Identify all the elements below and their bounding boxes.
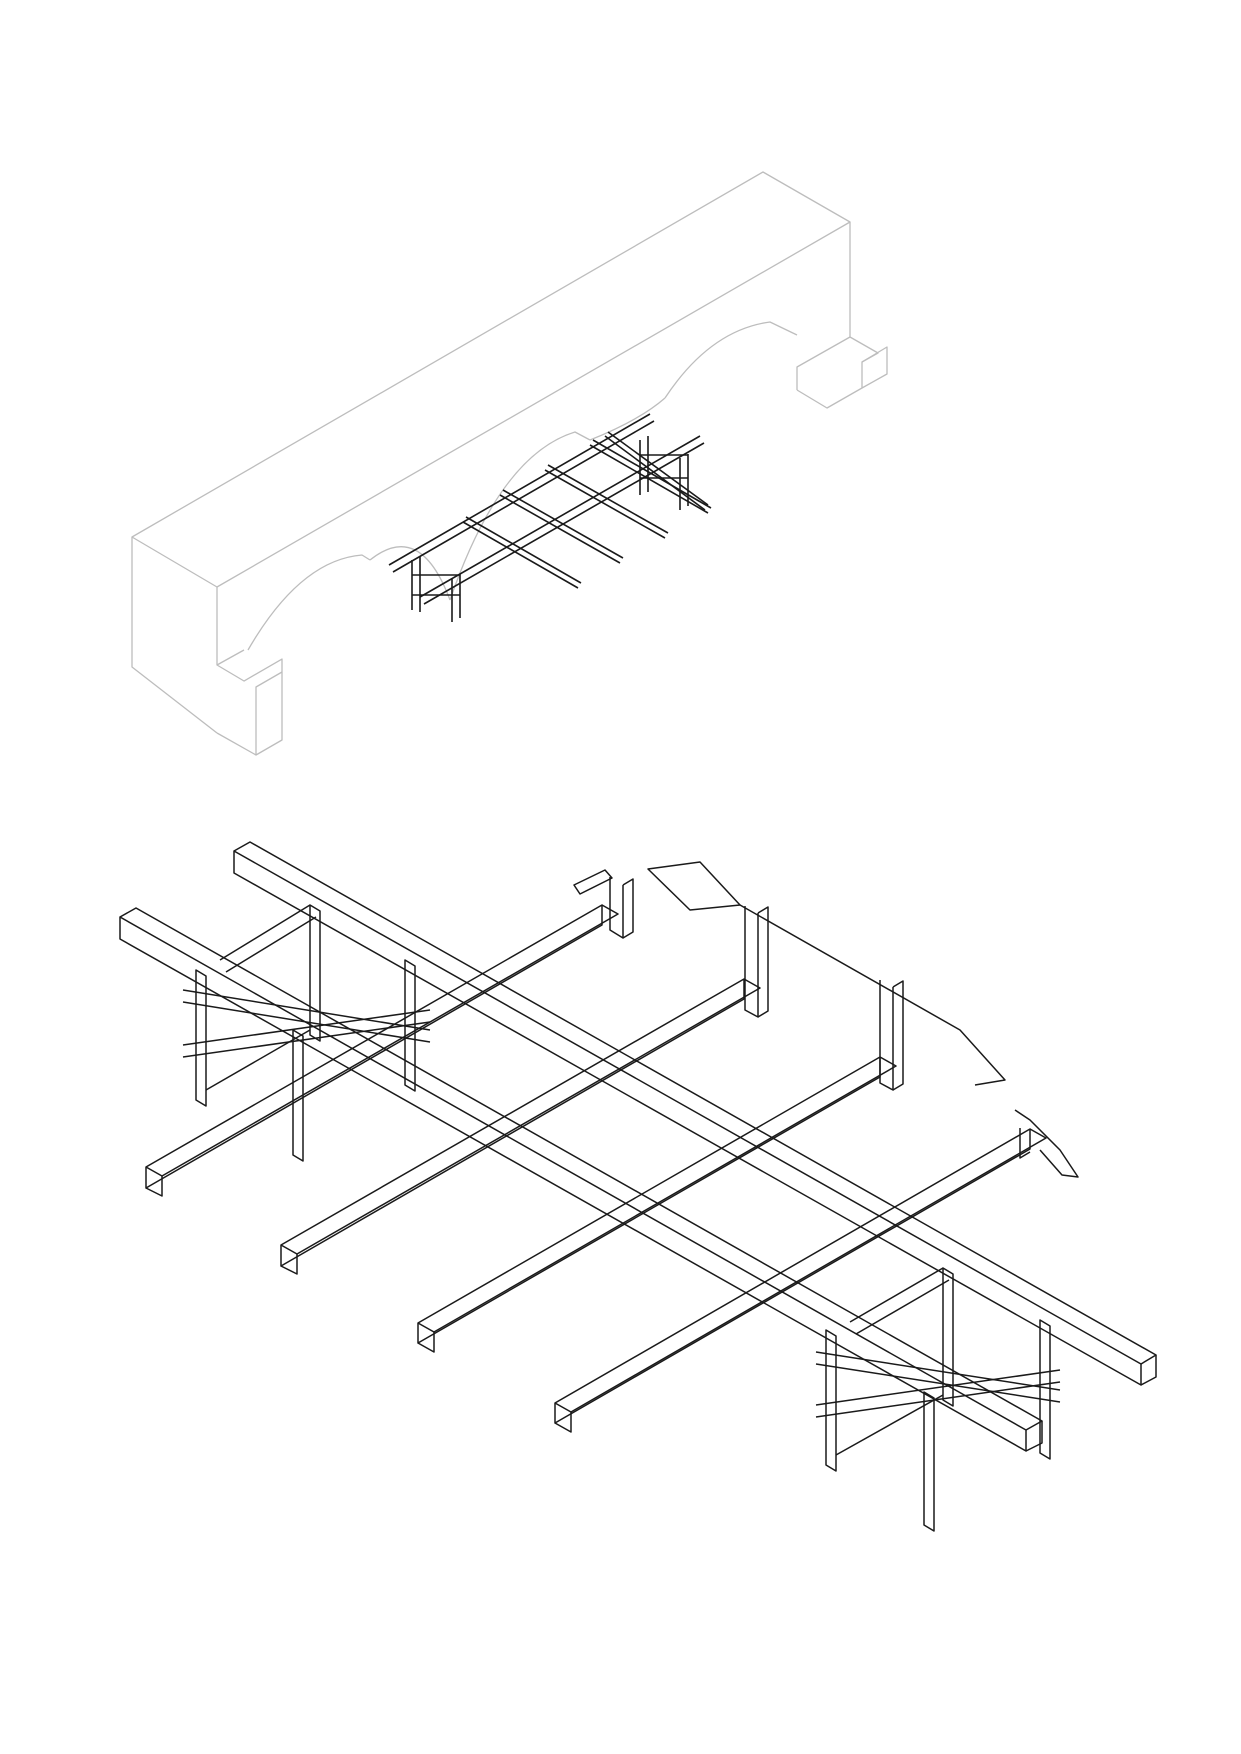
bridge-massing-outline	[131, 171, 888, 756]
transverse-beam-3	[417, 1056, 897, 1353]
centering-frame-small	[388, 413, 712, 622]
longitudinal-rail-back	[233, 841, 1157, 1386]
detail-isometric-view	[119, 841, 1157, 1532]
post-group	[609, 877, 1031, 1159]
overview-isometric-view	[131, 171, 888, 756]
arch-rib-left-top	[573, 861, 1006, 1086]
transverse-beam-2	[280, 978, 761, 1275]
arch-rib-right	[1014, 1109, 1079, 1178]
longitudinal-rail-front	[119, 907, 1043, 1452]
trestle-left	[182, 904, 431, 1162]
transverse-beam-4	[554, 1128, 1047, 1433]
trestle-right	[815, 1267, 1061, 1532]
